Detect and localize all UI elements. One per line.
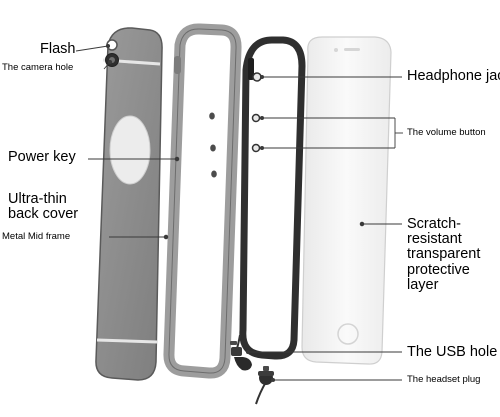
leader-lines [75,43,403,383]
back-cover [95,27,163,381]
headphone-jack-hole [252,72,262,82]
label-back-cover: Ultra-thin back cover [8,191,79,223]
rubber-frame [239,36,306,360]
label-flash: Flash [40,41,76,57]
logo-cutout [109,115,151,185]
label-power-key: Power key [8,149,76,165]
label-protective-layer: Scratch-resistant transparent protective… [407,216,481,293]
protective-film [301,36,392,365]
usb-plug-icon [230,334,252,371]
label-usb-hole: The USB hole [407,344,498,360]
headset-plug-icon [255,366,274,405]
volume-hole-bottom [251,143,261,153]
label-camera-hole: The camera hole [2,62,74,73]
label-volume-button: The volume button [407,127,486,138]
volume-hole-top [251,113,261,123]
label-headphone-jack: Headphone jack [407,68,500,84]
label-mid-frame: Metal Mid frame [2,231,71,242]
metal-mid-frame [163,23,242,379]
label-headset-plug: The headset plug [407,374,481,385]
